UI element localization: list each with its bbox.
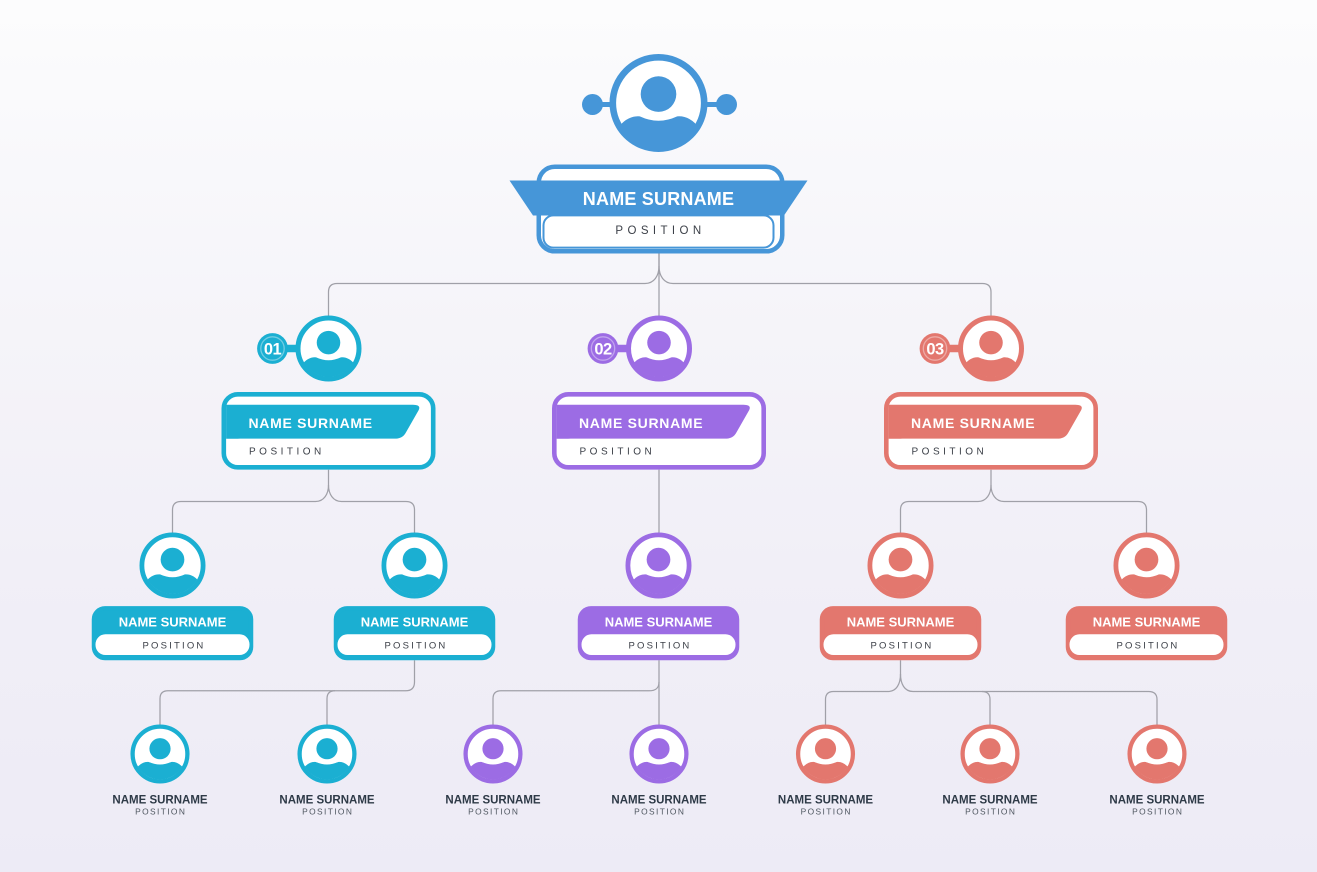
svg-text:POSITION: POSITION	[135, 807, 186, 817]
svg-text:POSITION: POSITION	[629, 641, 692, 652]
svg-text:POSITION: POSITION	[871, 641, 934, 652]
svg-text:NAME SURNAME: NAME SURNAME	[445, 794, 541, 806]
svg-text:NAME SURNAME: NAME SURNAME	[112, 794, 208, 806]
svg-text:POSITION: POSITION	[249, 447, 325, 458]
svg-text:NAME SURNAME: NAME SURNAME	[249, 415, 373, 431]
svg-text:NAME SURNAME: NAME SURNAME	[911, 415, 1035, 431]
svg-text:POSITION: POSITION	[912, 447, 988, 458]
svg-text:POSITION: POSITION	[302, 807, 353, 817]
svg-text:POSITION: POSITION	[143, 641, 206, 652]
svg-text:NAME SURNAME: NAME SURNAME	[279, 794, 375, 806]
svg-text:NAME SURNAME: NAME SURNAME	[361, 614, 469, 629]
svg-text:NAME SURNAME: NAME SURNAME	[611, 794, 707, 806]
svg-text:NAME SURNAME: NAME SURNAME	[579, 415, 703, 431]
svg-text:POSITION: POSITION	[1117, 641, 1180, 652]
svg-text:NAME SURNAME: NAME SURNAME	[847, 614, 955, 629]
svg-text:NAME SURNAME: NAME SURNAME	[583, 189, 734, 209]
svg-text:NAME SURNAME: NAME SURNAME	[1093, 614, 1201, 629]
svg-text:POSITION: POSITION	[801, 807, 852, 817]
svg-text:NAME SURNAME: NAME SURNAME	[942, 794, 1038, 806]
svg-text:02: 02	[594, 340, 612, 358]
svg-text:POSITION: POSITION	[468, 807, 519, 817]
svg-text:POSITION: POSITION	[580, 447, 656, 458]
svg-text:POSITION: POSITION	[1132, 807, 1183, 817]
svg-text:POSITION: POSITION	[965, 807, 1016, 817]
svg-text:NAME SURNAME: NAME SURNAME	[778, 794, 874, 806]
svg-text:03: 03	[926, 340, 944, 358]
svg-text:NAME SURNAME: NAME SURNAME	[119, 614, 227, 629]
svg-text:POSITION: POSITION	[615, 225, 705, 237]
svg-text:NAME SURNAME: NAME SURNAME	[1109, 794, 1205, 806]
svg-text:POSITION: POSITION	[385, 641, 448, 652]
svg-text:01: 01	[264, 340, 282, 358]
svg-text:NAME SURNAME: NAME SURNAME	[605, 614, 713, 629]
svg-text:POSITION: POSITION	[634, 807, 685, 817]
